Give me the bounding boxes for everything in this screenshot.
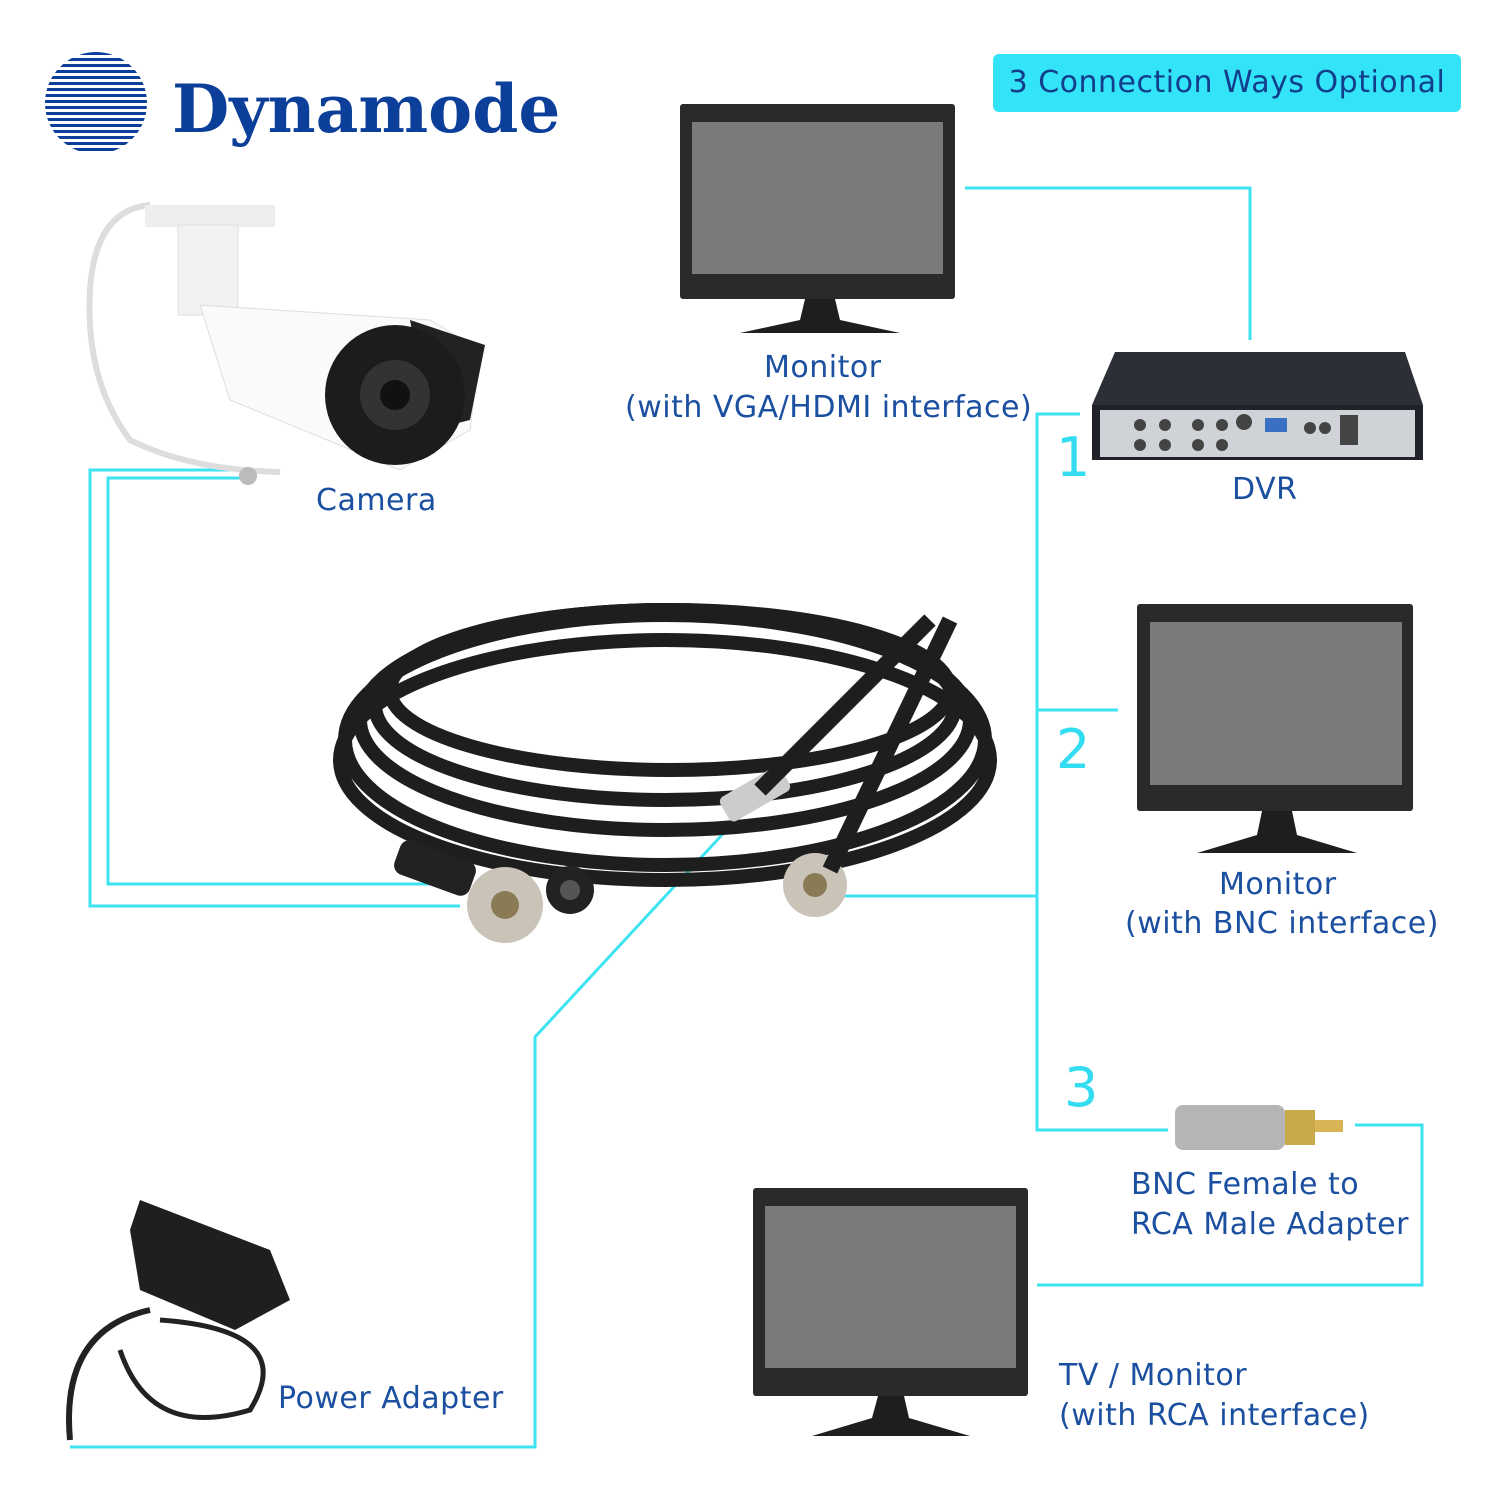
connection-lines (70, 186, 1424, 1449)
monitor-bnc-image (1137, 604, 1413, 853)
camera-label: Camera (316, 483, 437, 518)
power-adapter-image (66, 1200, 290, 1441)
dvr-image (1092, 352, 1423, 460)
bnc-rca-adapter-image (1175, 1105, 1343, 1150)
brand-name: Dynamode (172, 70, 561, 148)
dvr-label: DVR (1232, 472, 1298, 507)
tv-label: TV / Monitor (1059, 1358, 1248, 1393)
way-1-number: 1 (1056, 426, 1091, 489)
way-2-number: 2 (1056, 718, 1091, 781)
monitor-vga-label: Monitor (764, 350, 882, 385)
adapter-label: BNC Female to (1131, 1167, 1360, 1202)
adapter-sublabel: RCA Male Adapter (1131, 1207, 1409, 1242)
way-3-number: 3 (1064, 1056, 1099, 1119)
camera-image (86, 202, 485, 485)
tv-sublabel: (with RCA interface) (1059, 1398, 1370, 1433)
monitor-bnc-label: Monitor (1219, 867, 1337, 902)
dynamode-logo-icon (45, 52, 147, 151)
monitor-vga-image (680, 104, 955, 333)
monitor-bnc-sublabel: (with BNC interface) (1125, 906, 1439, 941)
connection-ways-badge: 3 Connection Ways Optional (993, 54, 1461, 112)
monitor-vga-sublabel: (with VGA/HDMI interface) (625, 390, 1033, 425)
bnc-connectors-image (394, 614, 958, 943)
bnc-cable-coil-image (333, 603, 997, 887)
tv-monitor-rca-image (753, 1188, 1028, 1436)
power-adapter-label: Power Adapter (278, 1381, 504, 1416)
